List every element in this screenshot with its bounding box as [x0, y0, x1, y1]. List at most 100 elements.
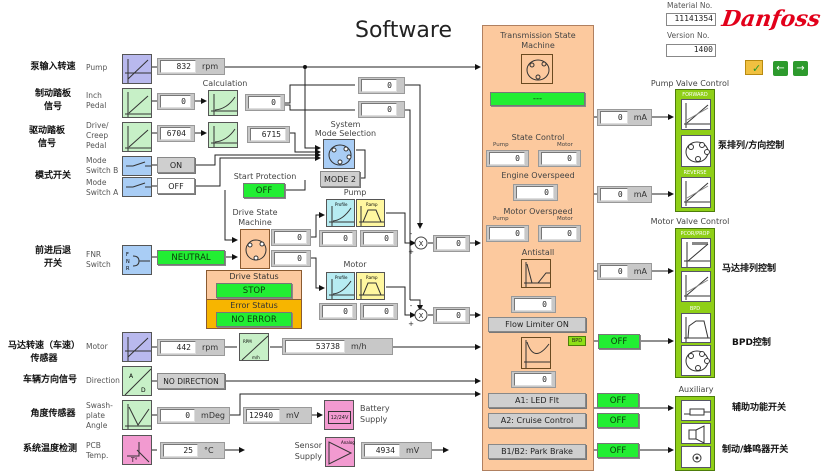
cn-label-aux: 辅助功能开关: [732, 403, 787, 413]
motor-overspeed-motor: 0: [538, 225, 581, 242]
arrow-right-icon[interactable]: →: [793, 61, 808, 76]
a1-led-flt-button[interactable]: A1: LED Flt: [488, 393, 586, 408]
svg-text:Analog: Analog: [341, 440, 355, 445]
b1b2-status: OFF: [597, 443, 639, 458]
profile-curve-icon[interactable]: [208, 90, 238, 116]
switch-icon[interactable]: [122, 156, 152, 176]
arrow-left-icon[interactable]: ←: [773, 61, 788, 76]
mo-pump-label: Pump: [493, 216, 509, 222]
drive-state-out-2: 0: [271, 250, 311, 267]
temperature-icon[interactable]: T°: [122, 435, 152, 465]
svg-text:X: X: [419, 240, 424, 248]
inch-output-2: 0: [358, 101, 405, 118]
antistall-curve-icon[interactable]: [521, 259, 551, 288]
drive-state-machine-icon[interactable]: [240, 229, 270, 269]
aux-switch-icon[interactable]: [681, 400, 711, 421]
bpd-ramp-icon[interactable]: [681, 313, 711, 343]
pcb-temp-field[interactable]: 25°C: [160, 442, 225, 459]
mode-switch-b-value[interactable]: ON: [157, 157, 195, 173]
folder-check-icon[interactable]: ✓: [745, 60, 763, 75]
fnr-status: NEUTRAL: [157, 250, 225, 265]
svg-text:F: F: [126, 252, 129, 258]
pcor-prop-icon[interactable]: [681, 238, 711, 268]
version-number-field[interactable]: 1400: [666, 44, 716, 57]
en-label-direction: Direction: [86, 376, 120, 385]
page-title: Software: [355, 18, 452, 43]
deg-pos-icon[interactable]: [122, 400, 152, 430]
pump-ramp-icon[interactable]: Ramp: [356, 199, 385, 227]
switch-icon[interactable]: [122, 177, 152, 197]
mode-switch-a-value[interactable]: OFF: [157, 178, 195, 194]
horn-icon[interactable]: [681, 423, 711, 444]
material-number-field[interactable]: 11141354: [666, 13, 716, 26]
a2-cruise-control-button[interactable]: A2: Cruise Control: [488, 413, 586, 428]
drive-pedal-field[interactable]: 6704: [157, 125, 195, 142]
cn-label-pump-speed: 泵输入转速: [30, 62, 76, 72]
cn-label-motor-speed: 马达转速（车速）传感器: [7, 341, 80, 364]
flow-limiter-curve-icon[interactable]: [521, 337, 551, 369]
svg-text:m/h: m/h: [252, 355, 260, 360]
bpd-tag: BPD: [568, 336, 586, 346]
cn-label-angle: 角度传感器: [30, 409, 76, 419]
forward-current-icon[interactable]: [681, 99, 711, 130]
percent-mv-icon[interactable]: [122, 88, 152, 118]
tsm-state-icon[interactable]: [521, 54, 553, 84]
drive-state-out-1: 0: [271, 229, 311, 246]
svg-text:X: X: [419, 312, 424, 320]
calculation-label: Calculation: [202, 79, 248, 88]
inch-pedal-field[interactable]: 0: [157, 93, 195, 110]
state-machine-icon[interactable]: [323, 139, 355, 169]
profile-curve-icon[interactable]: [208, 122, 238, 148]
engine-overspeed-label: Engine Overspeed: [501, 171, 575, 180]
motor-ramp-icon[interactable]: Ramp: [356, 272, 385, 300]
tsm-status: ---: [490, 92, 585, 106]
pump-valve-panel: FORWARD REVERSE: [675, 89, 715, 212]
cn-label-direction: 车辆方向信号: [22, 375, 77, 385]
battery-icon: 12/24V: [324, 400, 354, 430]
forward-label: FORWARD: [682, 92, 708, 98]
rpm-freq-icon[interactable]: [122, 54, 152, 84]
danfoss-logo: Danfoss: [720, 6, 822, 32]
brake-icon[interactable]: [681, 446, 711, 468]
pump-ramp-value: 0: [360, 230, 398, 247]
pump-profile-icon[interactable]: Profile: [326, 199, 355, 227]
motor-block-label: Motor: [343, 260, 367, 269]
cn-label-inch-pedal: 制动踏板信号: [34, 89, 71, 112]
motor-current-icon[interactable]: [681, 271, 711, 302]
motor-profile-icon[interactable]: Profile: [326, 272, 355, 300]
percent-mv-icon[interactable]: [122, 122, 152, 152]
flow-limiter-button[interactable]: Flow Limiter ON: [488, 317, 586, 332]
pump-profile-value: 0: [319, 230, 357, 247]
error-status-panel: Error Status NO ERROR: [206, 299, 302, 329]
svg-text:+: +: [408, 248, 414, 256]
motor-state-icon[interactable]: [681, 345, 711, 376]
cn-label-drive-pedal: 驱动踏板信号: [28, 126, 65, 149]
b1b2-park-brake-button[interactable]: B1/B2: Park Brake: [488, 444, 586, 459]
error-status-value: NO ERROR: [216, 312, 292, 327]
system-mode-value: MODE 2: [320, 171, 360, 187]
rpm-freq-icon[interactable]: [122, 332, 152, 362]
pump-state-icon[interactable]: [681, 135, 711, 167]
reverse-current-icon[interactable]: [681, 177, 711, 208]
auxiliary-panel: [675, 396, 715, 471]
start-protection-status: OFF: [243, 183, 285, 198]
motor-mult-output: 0: [433, 307, 470, 324]
svg-text:Profile: Profile: [335, 202, 348, 207]
cn-label-fnr: 前进后退开关: [34, 246, 71, 269]
